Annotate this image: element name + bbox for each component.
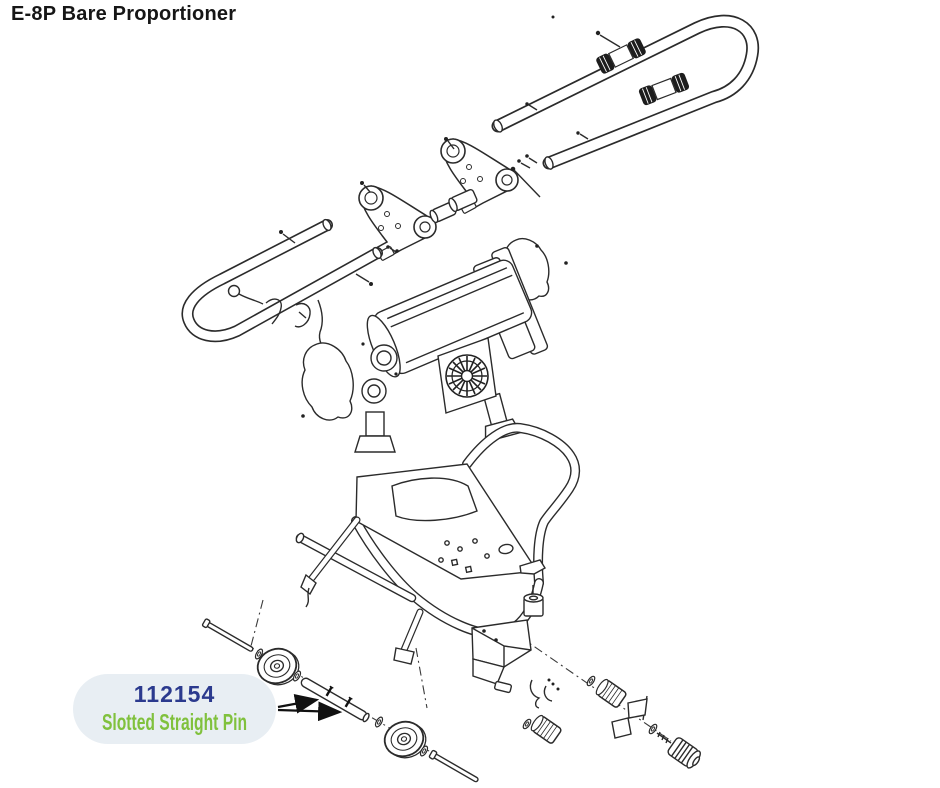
callout-part-name: Slotted Straight Pin	[102, 710, 247, 736]
deck-holes	[438, 538, 514, 574]
cart-frame	[295, 422, 581, 665]
flag-bracket	[611, 695, 648, 739]
frame-bottom-bracket	[393, 647, 415, 665]
callout-part-number: 112154	[134, 681, 215, 707]
page-title: E-8P Bare Proportioner	[11, 3, 237, 25]
retaining-pin-right	[428, 749, 479, 783]
bracket-bushing	[448, 188, 478, 213]
retaining-clip-hardware	[227, 284, 329, 353]
front-bar-tube	[181, 218, 383, 353]
callout-bubble[interactable]	[73, 674, 276, 744]
wheel-axle-assembly	[201, 618, 479, 783]
screw-icon	[360, 181, 364, 185]
retaining-pin-left	[201, 618, 254, 652]
rear-bracket-assembly	[471, 619, 701, 769]
callout-arrows	[277, 694, 343, 722]
slotted-straight-pin	[325, 685, 334, 697]
rear-mount-bracket	[471, 619, 532, 694]
washer	[647, 722, 659, 736]
frame-latch	[519, 559, 546, 575]
washer	[521, 717, 533, 731]
screw-icon	[279, 230, 283, 234]
axle-tube	[300, 677, 370, 723]
deck-cutout	[391, 477, 478, 522]
pump-head-ports	[361, 342, 398, 404]
knob-screw	[656, 731, 701, 769]
retaining-clips	[529, 678, 560, 709]
part-callout: 112154 Slotted Straight Pin	[73, 674, 343, 744]
axle-washer	[373, 715, 385, 729]
fan-grille	[445, 354, 489, 398]
handle-grip-collar	[637, 71, 691, 107]
frame-clip	[300, 573, 317, 596]
pump-motor-assembly	[301, 237, 568, 453]
frame-foot-pad	[523, 585, 544, 617]
roller-bumper	[528, 713, 563, 746]
screw-icon	[595, 30, 601, 36]
mounting-foot-left	[354, 411, 396, 453]
gasket-left	[301, 342, 354, 421]
screw-icon	[444, 137, 448, 141]
slotted-straight-pin	[344, 696, 353, 708]
screw-icon	[369, 282, 373, 286]
roller-bumper	[593, 677, 628, 710]
washer	[585, 674, 597, 688]
handle-mount-brackets	[358, 137, 541, 262]
handle-tube-assembly	[491, 14, 760, 170]
